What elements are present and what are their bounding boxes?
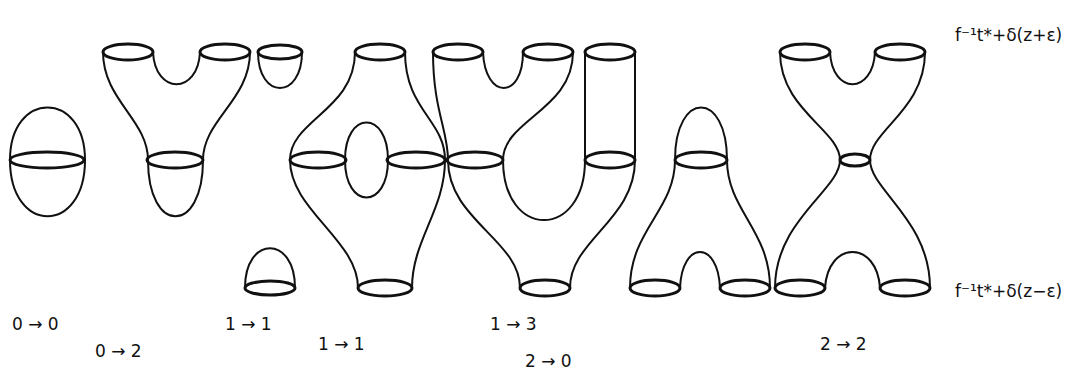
transition-label: 1 → 3 (490, 315, 537, 334)
transition-label: 0 → 2 (95, 342, 142, 361)
transition-label: 1 → 1 (225, 315, 272, 334)
transition-label: 2 → 0 (525, 352, 572, 371)
transition-label: 0 → 0 (12, 315, 59, 334)
level-label: f⁻¹t*+δ(z+ε) (955, 26, 1062, 45)
transition-label: 1 → 1 (318, 335, 365, 354)
level-label: f⁻¹t*+δ(z−ε) (955, 282, 1062, 301)
transition-label: 2 → 2 (820, 335, 867, 354)
